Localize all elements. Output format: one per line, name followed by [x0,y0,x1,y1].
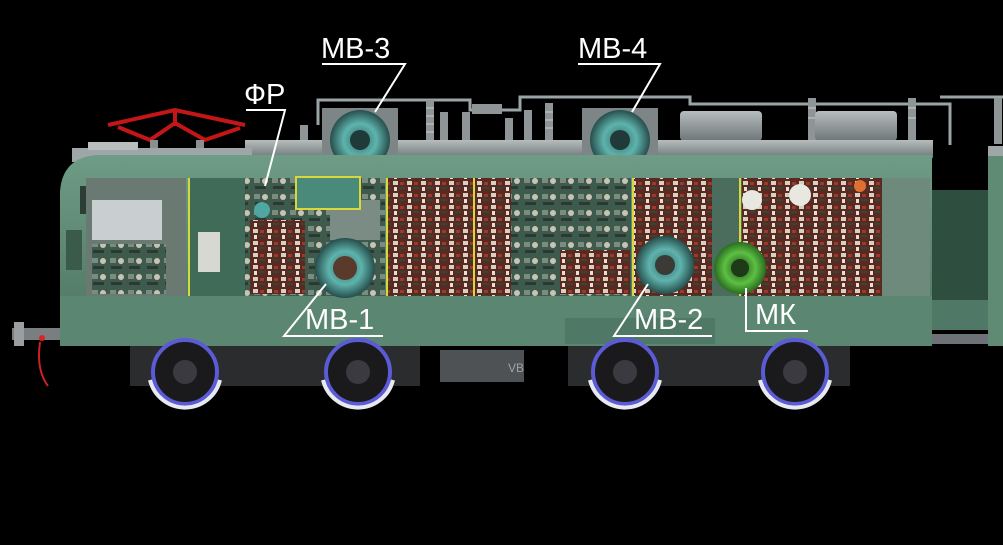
body-skirt [60,296,932,346]
roof-insulator-rings [426,107,916,133]
fr-highlight-box [295,176,361,210]
label-fr: ФР [244,79,286,111]
pantograph-base [150,140,204,152]
pantograph [107,107,246,143]
adjacent-section [932,146,1003,346]
leader-mv2 [612,283,712,337]
mv1-fan [315,238,375,298]
roof-resistor-boxes [472,104,897,141]
label-mv2: МВ-2 [634,304,704,336]
roof-insulators [300,98,1002,144]
wheel [321,338,395,410]
coupler [12,322,60,387]
center-plate [440,350,524,382]
fr-filter [254,202,270,218]
wheels [148,338,832,410]
label-mv3: МВ-3 [321,33,391,65]
cab-roof-top [88,142,138,150]
skirt-panel [565,318,715,344]
wheel [588,338,662,410]
label-mv4: МВ-4 [578,33,648,65]
callout-leaders [246,63,808,337]
leader-mv1 [281,283,383,337]
mk-compressor [714,242,766,294]
label-mk: МК [755,299,797,331]
leader-fr [246,109,287,187]
leader-mv4 [578,63,662,113]
label-mv1: МВ-1 [305,304,375,336]
interior-cutaway [86,178,930,296]
leader-mv3 [322,63,407,113]
wheel [148,338,222,410]
mv2-fan [636,236,694,294]
wheel [758,338,832,410]
leader-mk [745,288,808,332]
roof-bus-line [316,95,1003,145]
center-plate-text: VB [508,361,524,375]
